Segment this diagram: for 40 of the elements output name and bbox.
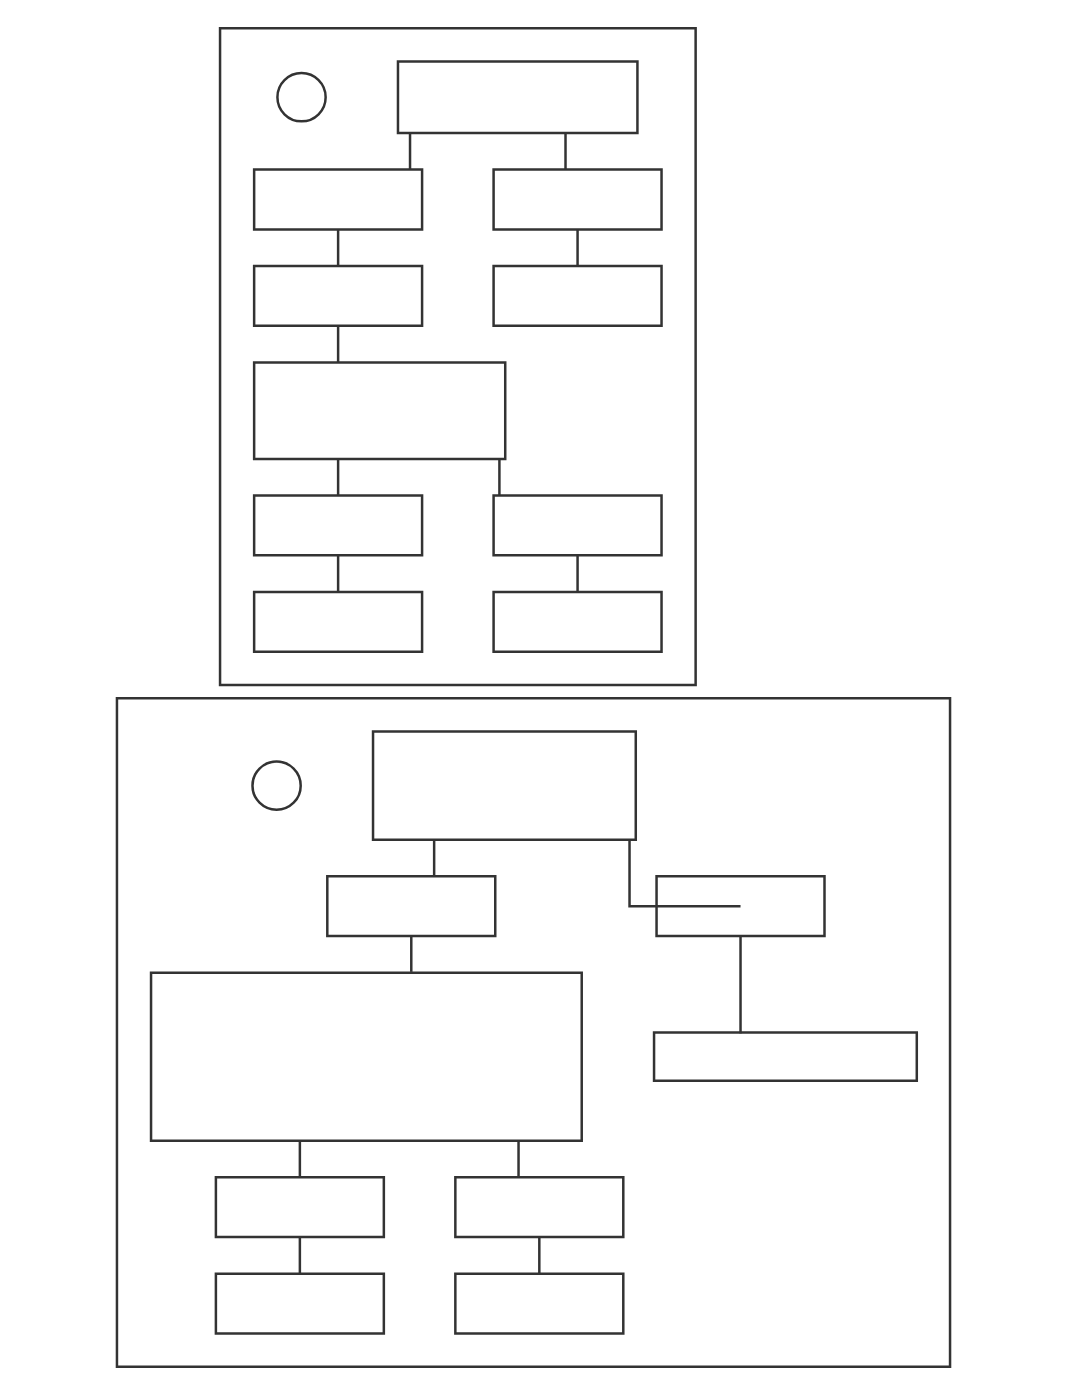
connector [575,555,579,592]
node-box [652,1031,918,1083]
node-box [491,494,663,557]
node-box [453,1176,625,1239]
cluster [115,697,951,1369]
connector [409,936,413,972]
node-box [325,875,496,938]
connector [408,133,411,170]
connector [298,1141,301,1178]
connector [497,458,501,496]
node-box [252,494,423,557]
node-box [252,168,423,231]
node-box [252,590,423,653]
connector [575,229,579,266]
node-box [214,1272,385,1335]
connector [738,936,742,1034]
node-box [453,1272,625,1335]
node-circle [275,71,327,123]
connector [336,229,339,266]
connector [336,555,339,592]
connector [298,1237,301,1274]
connector [432,840,435,877]
node-circle [250,760,302,811]
node-box [491,590,663,653]
connector [336,458,339,496]
node-box [252,264,423,328]
node-box [491,264,663,328]
node-box [654,875,826,938]
node-box [149,971,583,1142]
node-box [252,361,506,461]
node-box [491,168,663,231]
connector [336,325,339,363]
node-box [396,60,639,135]
cluster [218,26,697,687]
connector [537,1237,541,1274]
connector [563,133,567,170]
node-box [214,1176,385,1239]
node-box [371,730,637,841]
connector [516,1141,520,1178]
connector [627,840,741,908]
